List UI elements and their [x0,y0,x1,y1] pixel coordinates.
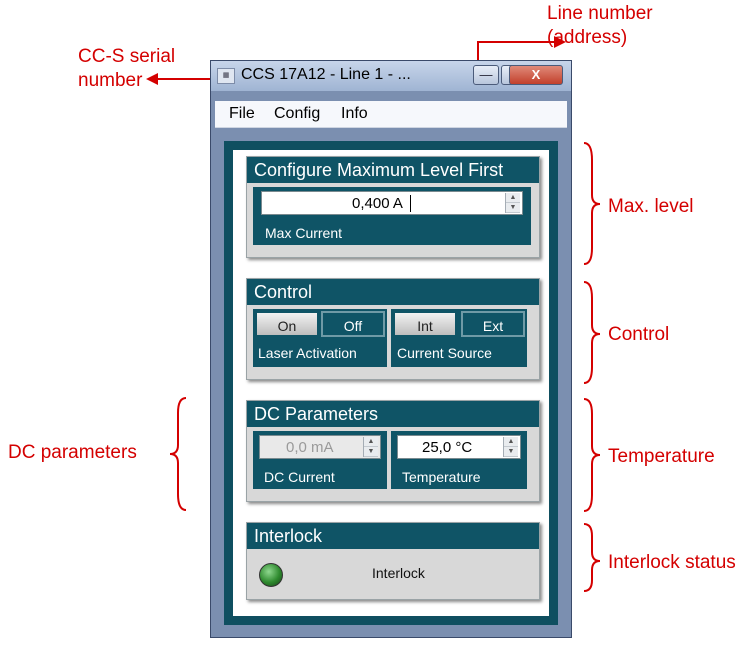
current-source-label: Current Source [397,345,492,361]
source-int-button[interactable]: Int [393,311,457,337]
dc-current-input[interactable]: 0,0 mA ▲▼ [259,435,381,459]
max-level-brace [583,142,601,265]
temperature-label: Temperature [402,469,481,485]
title-bar[interactable]: ▦ CCS 17A12 - Line 1 - ... — ▭ X [211,61,571,91]
interlock-header: Interlock [247,523,539,549]
annotation-serial-number: CC-S serial number [78,46,176,91]
text-caret [410,195,411,212]
spin-up-icon[interactable]: ▲ [504,437,518,447]
interlock-brace [583,523,601,592]
app-window: ▦ CCS 17A12 - Line 1 - ... — ▭ X File Co… [210,60,572,638]
spin-down-icon[interactable]: ▼ [506,203,520,213]
interlock-label: Interlock [372,565,425,581]
temperature-input[interactable]: 25,0 °C ▲▼ [397,435,521,459]
minimize-button[interactable]: — [473,65,499,85]
serial-arrowhead [146,73,158,85]
dc-current-label: DC Current [264,469,335,485]
laser-off-button[interactable]: Off [321,311,385,337]
annotation-line-number: Line number (address) [547,3,653,48]
control-panel: Control On Off Laser Activation Int Ext … [246,278,540,380]
temperature-value: 25,0 °C [422,439,473,456]
laser-on-button[interactable]: On [255,311,319,337]
annotation-interlock-status: Interlock status [608,552,736,573]
max-level-panel: Configure Maximum Level First 0,400 A ▲▼… [246,156,540,258]
current-source-group: Int Ext Current Source [391,309,527,367]
annotation-max-level: Max. level [608,196,694,217]
spin-down-icon[interactable]: ▼ [364,447,378,457]
menu-file[interactable]: File [229,105,255,122]
spin-down-icon[interactable]: ▼ [504,447,518,457]
temperature-group: 25,0 °C ▲▼ Temperature [391,431,527,489]
window-title: CCS 17A12 - Line 1 - ... [241,66,411,83]
app-icon: ▦ [217,68,235,84]
spin-up-icon[interactable]: ▲ [506,193,520,203]
client-area: Configure Maximum Level First 0,400 A ▲▼… [224,141,558,625]
max-current-group: 0,400 A ▲▼ Max Current [253,187,531,245]
interlock-panel: Interlock Interlock [246,522,540,600]
spin-up-icon[interactable]: ▲ [364,437,378,447]
dc-current-value: 0,0 mA [286,439,334,456]
control-header: Control [247,279,539,305]
close-button[interactable]: X [509,65,563,85]
max-current-spinner[interactable]: ▲▼ [505,193,520,213]
dc-current-spinner[interactable]: ▲▼ [363,437,378,457]
dc-current-group: 0,0 mA ▲▼ DC Current [253,431,387,489]
dc-parameters-brace [169,397,187,511]
annotation-dc-parameters: DC parameters [8,442,137,463]
max-current-input[interactable]: 0,400 A ▲▼ [261,191,523,215]
temperature-brace [583,398,601,512]
source-ext-button[interactable]: Ext [461,311,525,337]
max-level-header: Configure Maximum Level First [247,157,539,183]
laser-activation-group: On Off Laser Activation [253,309,387,367]
max-current-value: 0,400 A [352,195,403,212]
menu-info[interactable]: Info [341,105,368,122]
annotation-control: Control [608,324,670,345]
menu-config[interactable]: Config [274,105,321,122]
line-arrowhead [554,36,566,48]
laser-activation-label: Laser Activation [258,345,357,361]
max-current-label: Max Current [265,225,343,241]
dc-parameters-panel: DC Parameters 0,0 mA ▲▼ DC Current 25,0 … [246,400,540,502]
interlock-led-indicator [259,563,283,587]
annotation-temperature: Temperature [608,446,715,467]
temperature-spinner[interactable]: ▲▼ [503,437,518,457]
control-brace [583,281,601,384]
dc-parameters-header: DC Parameters [247,401,539,427]
menu-bar: File Config Info [215,101,567,128]
